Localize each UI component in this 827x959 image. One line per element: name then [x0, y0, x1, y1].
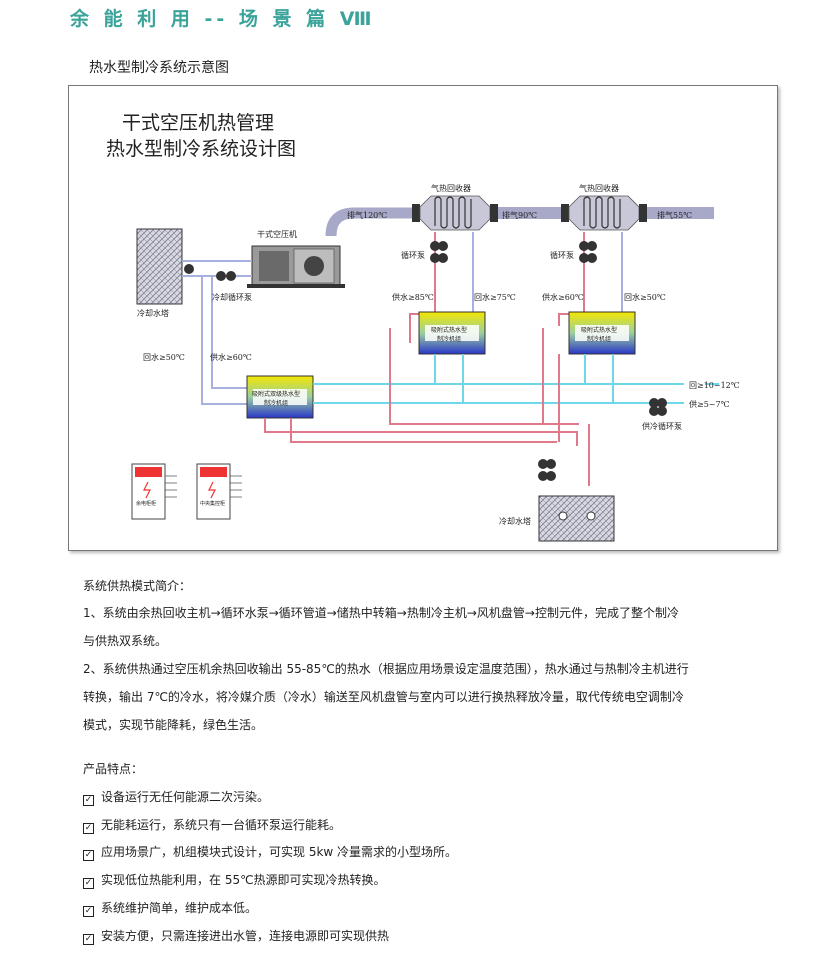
- label-cooling-tower-left: 冷却水塔: [137, 309, 169, 318]
- intro-p2-line1: 2、系统供热通过空压机余热回收输出 55-85℃的热水（根据应用场景设定温度范围…: [83, 662, 689, 676]
- intro-p1-line2: 与供热双系统。: [83, 634, 168, 648]
- intro-p2-line3: 模式，实现节能降耗，绿色生活。: [83, 718, 264, 732]
- page-header: 余 能 利 用 -- 场 景 篇 Ⅷ: [70, 8, 376, 30]
- intro-heading: 系统供热模式简介：: [83, 579, 192, 593]
- intro-p1-line1: 1、系统由余热回收主机→循环水泵→循环管道→储热中转箱→热制冷主机→风机盘管→控…: [83, 606, 679, 620]
- feature-item: ✓应用场景广，机组模块式设计，可实现 5kw 冷量需求的小型场所。: [83, 845, 458, 861]
- label-return-50a: 回水≥50℃: [624, 293, 666, 302]
- bottom-tower-pump: [538, 459, 556, 481]
- feature-item: ✓安装方便，只需连接进出水管，连接电源即可实现供热: [83, 929, 390, 945]
- system-diagram: [131, 195, 719, 542]
- diagram-title-line2: 热水型制冷系统设计图: [106, 138, 297, 160]
- checkbox-icon: ✓: [83, 795, 94, 806]
- feature-item: ✓设备运行无任何能源二次污染。: [83, 790, 270, 806]
- checkbox-icon: ✓: [83, 823, 94, 834]
- cooling-water-pipes: [264, 328, 590, 486]
- chilled-water-pipes: [313, 354, 719, 404]
- label-circ-pump-2: 循环泵: [550, 251, 574, 260]
- label-cabinet-2: 中央集控柜: [200, 501, 226, 507]
- label-return-10-12: 回≥10~12℃: [689, 381, 740, 390]
- label-circ-pump-1: 循环泵: [401, 251, 425, 260]
- label-chiller-main: 吸附式双级热水型 制冷机组: [252, 391, 301, 407]
- label-exhaust-120: 排气120℃: [347, 211, 388, 220]
- intro-p2-line2: 转换，输出 7℃的冷水，将冷媒介质（冷水）输送至风机盘管与室内可以进行换热释放冷…: [83, 690, 684, 704]
- circulation-pump-1: [430, 241, 448, 263]
- label-supply-60b: 供水≥60℃: [210, 353, 252, 362]
- label-exhaust-90: 排气90℃: [502, 211, 538, 220]
- label-return-50b: 回水≥50℃: [143, 353, 185, 362]
- label-return-75: 回水≥75℃: [474, 293, 516, 302]
- checkbox-icon: ✓: [83, 850, 94, 861]
- cooling-tower-left: [136, 228, 183, 305]
- checkbox-icon: ✓: [83, 878, 94, 889]
- diagram-title-line1: 干式空压机热管理: [122, 112, 275, 134]
- label-chilled-pump: 供冷循环泵: [642, 422, 682, 431]
- heat-recovery-unit-2: [561, 195, 647, 231]
- feature-item: ✓系统维护简单，维护成本低。: [83, 901, 258, 917]
- label-exhaust-55: 排气55℃: [657, 211, 693, 220]
- label-compressor: 干式空压机: [257, 230, 297, 239]
- air-compressor: [247, 245, 345, 288]
- label-cooling-pump: 冷却循环泵: [212, 293, 252, 302]
- label-chiller-a: 吸附式热水型 制冷机组: [431, 327, 468, 343]
- label-cabinet-1: 余电柜柜: [136, 501, 157, 507]
- diagram-caption: 热水型制冷系统示意图: [89, 60, 229, 76]
- features-heading: 产品特点：: [83, 762, 144, 776]
- cooling-tower-bottom: [538, 495, 615, 542]
- cooling-pump: [184, 264, 236, 281]
- chilled-pump: [649, 398, 667, 416]
- heat-recovery-unit-1: [412, 195, 498, 231]
- control-cabinet-2: [196, 463, 242, 520]
- label-chiller-b: 吸附式热水型 制冷机组: [581, 327, 618, 343]
- circulation-pump-2: [579, 241, 597, 263]
- label-supply-5-7: 供≥5~7℃: [689, 400, 730, 409]
- chiller-b: [568, 311, 636, 355]
- control-cabinet-1: [131, 463, 177, 520]
- checkbox-icon: ✓: [83, 906, 94, 917]
- diagram-frame: 干式空压机热管理 热水型制冷系统设计图 气热回收器 气热回收器 排气120℃ 排…: [68, 85, 778, 551]
- cooling-loop: [182, 260, 252, 405]
- label-recovery-2: 气热回收器: [579, 184, 619, 193]
- label-recovery-1: 气热回收器: [431, 184, 471, 193]
- feature-item: ✓无能耗运行，系统只有一台循环泵运行能耗。: [83, 818, 342, 834]
- chiller-a: [418, 311, 486, 355]
- checkbox-icon: ✓: [83, 934, 94, 945]
- label-supply-85: 供水≥85℃: [392, 293, 434, 302]
- label-supply-60a: 供水≥60℃: [542, 293, 584, 302]
- label-cooling-tower-bottom: 冷却水塔: [499, 517, 531, 526]
- chiller-main: [246, 375, 314, 419]
- feature-item: ✓实现低位热能利用，在 55℃热源即可实现冷热转换。: [83, 873, 386, 889]
